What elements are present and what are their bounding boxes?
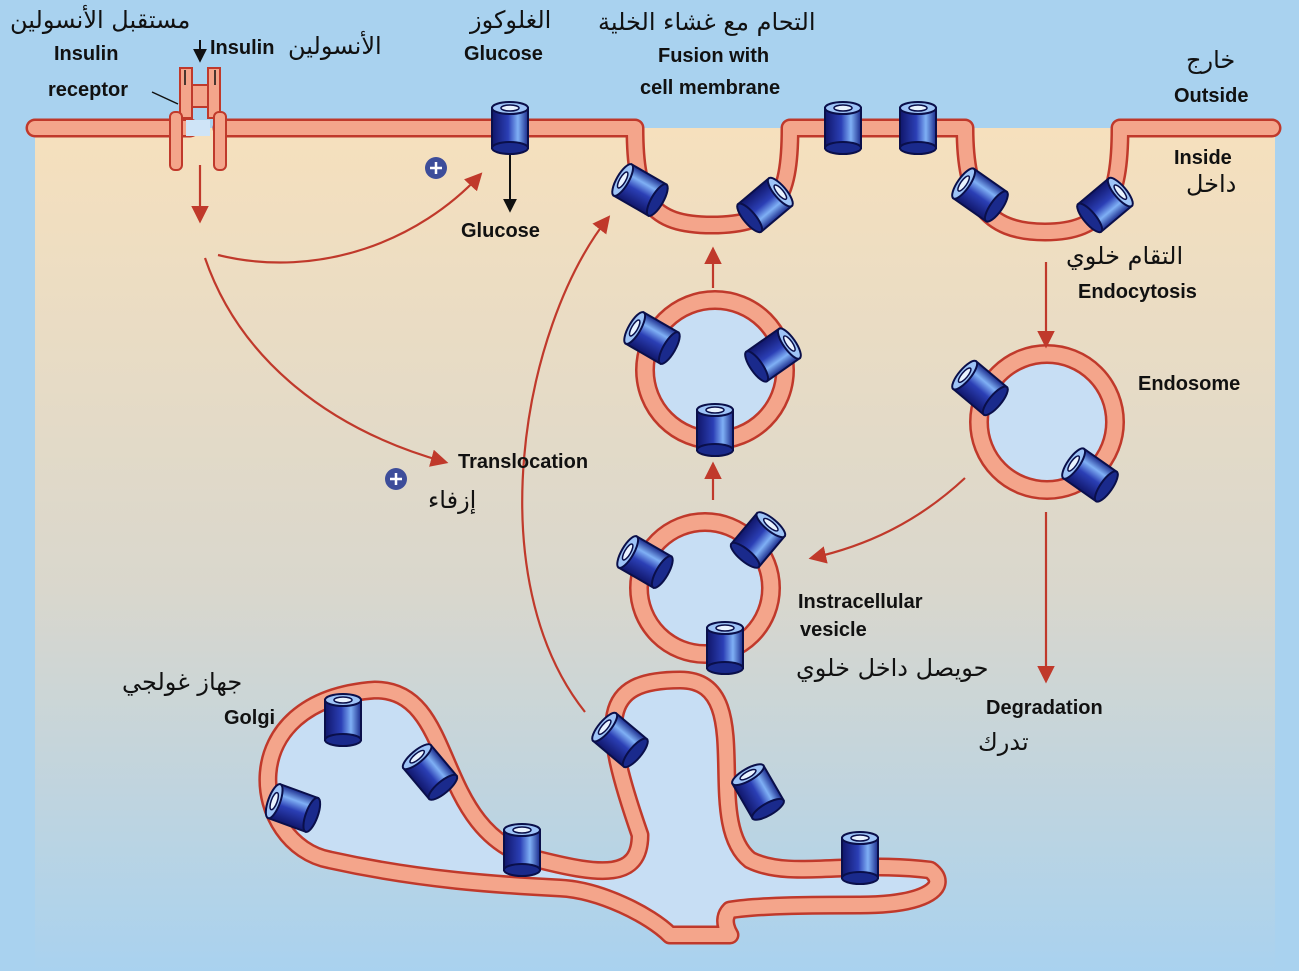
- arrow-golgi-to-membrane: [521, 215, 611, 713]
- fusion-label-en-2: cell membrane: [640, 77, 781, 99]
- fusion-label-en-1: Fusion with: [658, 45, 770, 67]
- endocytosis-label-en: Endocytosis: [1078, 281, 1197, 303]
- glut4-transporter-icon: [824, 101, 862, 155]
- vesicle-label-en-2: vesicle: [800, 619, 867, 641]
- fusion-label-ar: التحام مع غشاء الخلية: [598, 8, 816, 36]
- plus-icon: [385, 468, 407, 490]
- insulin-receptor-label-ar: مستقبل الأنسولين: [10, 6, 191, 34]
- outside-label-en: Outside: [1174, 85, 1249, 107]
- golgi-label-en: Golgi: [224, 707, 276, 729]
- translocation-label-ar: إزفاء: [428, 486, 477, 514]
- glut4-transporter-icon: [706, 621, 744, 675]
- arrow-endosome-to-vesicle: [808, 477, 966, 564]
- insulin-receptor-label-en-1: Insulin: [54, 43, 119, 65]
- endocytosis-label-ar: التقام خلوي: [1066, 242, 1184, 270]
- pathway-arrows: [191, 165, 1055, 713]
- insulin-label-en: Insulin: [210, 37, 275, 59]
- arrow-to-glucose-transport: [217, 172, 483, 264]
- glut4-transporter-icon: [503, 823, 541, 877]
- receptor-pointer: [151, 91, 179, 105]
- outside-label-ar: خارج: [1186, 46, 1236, 74]
- plasma-membrane: [25, 118, 1282, 242]
- insulin-label-ar: الأنسولين: [288, 32, 382, 60]
- glut4-transporter-icon: [491, 101, 529, 155]
- degradation-label-ar: تدرك: [978, 728, 1029, 756]
- inside-label-ar: داخل: [1186, 170, 1237, 198]
- vesicle-label-en-1: Instracellular: [798, 591, 923, 613]
- insulin-receptor-icon: [169, 67, 227, 171]
- degradation-label-en: Degradation: [986, 697, 1103, 719]
- translocation-label-en: Translocation: [458, 451, 589, 473]
- glut4-transporter-icon: [696, 403, 734, 457]
- inside-label-en: Inside: [1174, 147, 1232, 169]
- glut4-transporter-icon: [324, 693, 362, 747]
- vesicle-label-ar: حويصل داخل خلوي: [796, 654, 989, 682]
- golgi-label-ar: جهاز غولجي: [122, 668, 243, 696]
- golgi: [258, 670, 947, 945]
- plus-icon: [425, 157, 447, 179]
- insulin-receptor-label-en-2: receptor: [48, 79, 129, 101]
- endosome-label: Endosome: [1138, 373, 1241, 395]
- glut4-transporter-icon: [841, 831, 879, 885]
- glucose-inside-label: Glucose: [461, 220, 540, 242]
- arrow-to-translocation: [203, 257, 449, 467]
- glucose-label-en: Glucose: [464, 43, 543, 65]
- glucose-label-ar: الغلوكوز: [470, 6, 552, 34]
- glut4-transporter-icon: [899, 101, 937, 155]
